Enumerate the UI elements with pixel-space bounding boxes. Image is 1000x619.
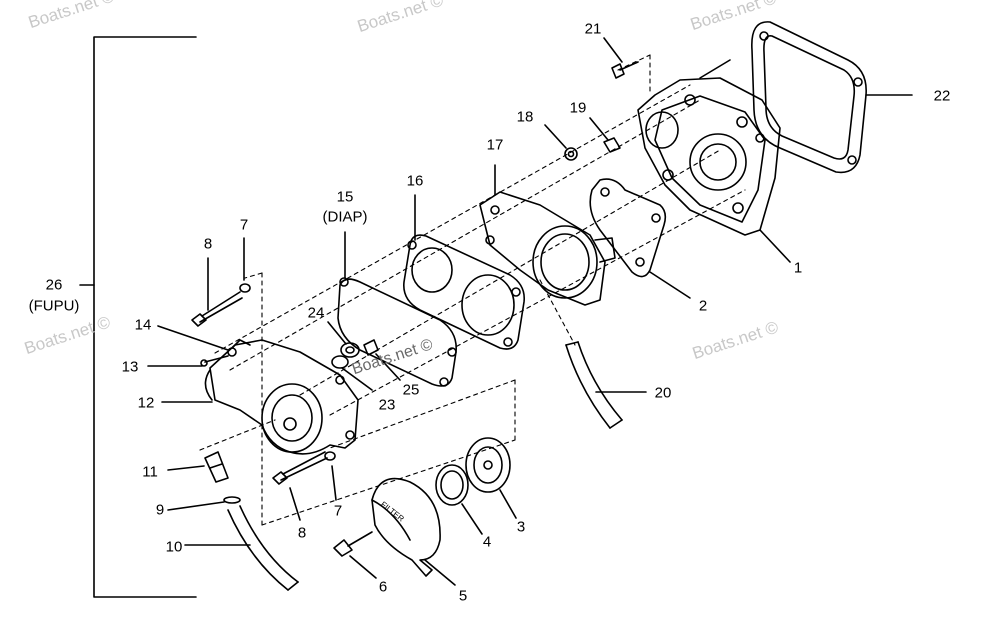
leader-21 <box>603 37 623 63</box>
part-2-gasket <box>589 178 667 278</box>
leader-4 <box>461 503 483 535</box>
part-5-filter-cap <box>371 477 441 577</box>
part-14-washer <box>227 347 237 357</box>
leader-5 <box>424 559 456 586</box>
callout-20: 20 <box>654 384 672 402</box>
leader-8-lower <box>289 487 301 521</box>
part-24-ring <box>340 342 360 358</box>
part-6-screw <box>333 531 373 557</box>
callout-23: 23 <box>378 396 396 414</box>
callout-22: 22 <box>933 87 951 105</box>
callout-1: 1 <box>793 259 803 277</box>
callout-16: 16 <box>406 172 424 190</box>
part-9-clamp <box>223 496 241 504</box>
callout-26: 26 <box>45 276 63 294</box>
leader-19 <box>589 117 609 141</box>
callout-26-sub: (FUPU) <box>28 297 80 315</box>
leader-6 <box>349 555 377 579</box>
leader-9 <box>167 501 225 511</box>
callout-2: 2 <box>698 297 708 315</box>
callout-15-sub: (DIAP) <box>322 208 368 226</box>
callout-19: 19 <box>569 99 587 117</box>
callout-8-upper: 8 <box>203 235 213 253</box>
callout-10: 10 <box>165 538 183 556</box>
part-8-upper-screw <box>191 291 243 327</box>
assembly-bracket <box>93 36 197 598</box>
leader-11 <box>167 465 205 471</box>
callout-4: 4 <box>482 533 492 551</box>
callout-6: 6 <box>378 578 388 596</box>
leader-7-lower <box>331 465 337 501</box>
part-4-ring <box>435 464 469 506</box>
callout-11: 11 <box>142 463 158 481</box>
part-13-screw <box>200 355 229 367</box>
part-25-spring <box>363 339 379 356</box>
part-20-hose <box>565 341 623 429</box>
part-22-gasket <box>751 21 867 174</box>
callout-14: 14 <box>134 316 152 334</box>
callout-25: 25 <box>402 381 420 399</box>
part-7-lower-washer <box>324 451 336 461</box>
alignment-lines <box>199 54 746 526</box>
callout-9: 9 <box>155 501 165 519</box>
callout-8-lower: 8 <box>297 524 307 542</box>
callout-18: 18 <box>516 108 534 126</box>
part-3-screen <box>465 437 511 493</box>
part-12-pump-housing <box>204 339 359 455</box>
callout-12: 12 <box>137 394 155 412</box>
part-1-pump-cover <box>637 59 781 236</box>
callout-17: 17 <box>486 136 504 154</box>
part-21-screw <box>611 61 639 79</box>
leader-25 <box>375 353 401 381</box>
callout-3: 3 <box>516 518 526 536</box>
callout-24: 24 <box>307 304 325 322</box>
part-11-fitting <box>204 451 229 483</box>
leader-3 <box>499 489 517 519</box>
leader-24 <box>327 321 347 345</box>
callout-5: 5 <box>458 587 468 605</box>
part-18-nut <box>564 147 578 161</box>
part-8-lower-screw <box>272 451 328 485</box>
leader-18 <box>544 124 567 149</box>
leader-14 <box>157 325 229 351</box>
callout-13: 13 <box>121 358 139 376</box>
part-19-plug <box>603 137 621 153</box>
part-23-ring <box>331 355 349 369</box>
part-10-hose <box>227 505 299 591</box>
callout-21: 21 <box>584 20 602 38</box>
callout-7-lower: 7 <box>333 502 343 520</box>
part-7-upper-washer <box>239 283 251 293</box>
part-16-gasket <box>403 234 526 350</box>
part-17-pump-body <box>479 191 616 306</box>
part-15-diaphragm <box>337 277 457 387</box>
callout-7-upper: 7 <box>239 216 249 234</box>
callout-15: 15 <box>336 188 354 206</box>
leader-23 <box>341 367 373 391</box>
leader-1 <box>759 229 791 263</box>
leader-2 <box>649 271 691 299</box>
